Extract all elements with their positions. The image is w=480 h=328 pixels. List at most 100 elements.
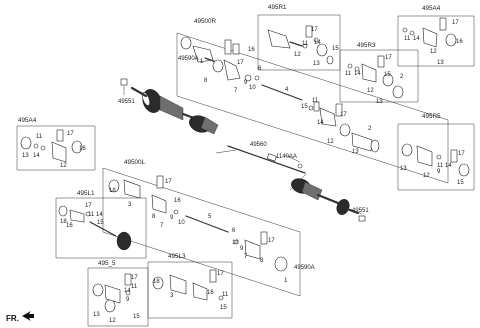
label-495R1: 495R1: [268, 4, 287, 11]
num-8-r: 8: [204, 78, 208, 84]
num-2-r3: 2: [400, 74, 404, 80]
num-17-r5: 17: [458, 151, 465, 157]
kit-495R1-parts: [267, 25, 334, 65]
num-11-a4l: 11: [36, 134, 43, 140]
label-495L3: 495L3: [168, 253, 186, 260]
num-18-l3: 18: [153, 279, 160, 285]
inset-box-495A4-left: [16, 125, 96, 171]
num-17-l3: 17: [217, 271, 224, 277]
num-14-l5: 14: [124, 288, 131, 294]
num-10-l: 10: [178, 220, 185, 226]
callout-numbers: 17 11 14 15 12 13 17 11 14 16 12 13 16 1…: [22, 20, 465, 324]
part-labels: 495R1 495A4 49500R 49590A 495R3 49551 49…: [6, 4, 441, 323]
label-49551-left: 49551: [118, 99, 135, 105]
main-right-drive-shaft: [130, 86, 219, 135]
num-17-r1: 17: [311, 27, 318, 33]
num-16-a4: 16: [456, 39, 463, 45]
num-12-l5: 12: [109, 318, 116, 324]
num-9-l5: 9: [126, 297, 130, 303]
num-2-r: 2: [368, 126, 372, 132]
label-49560: 49560: [250, 142, 267, 148]
label-front-direction: FR.: [6, 314, 19, 323]
num-3-l3: 3: [170, 293, 174, 299]
num-17-r: 17: [237, 60, 244, 66]
num-14-r: 14: [317, 120, 324, 126]
num-4-r: 4: [285, 87, 289, 93]
num-16-a4l: 16: [79, 146, 86, 152]
label-49500L: 49500L: [124, 159, 146, 166]
intermediate-shaft: [227, 145, 306, 174]
num-16-l3: 16: [207, 290, 214, 296]
label-49500R: 49500R: [194, 18, 217, 25]
num-13-r1: 13: [313, 61, 320, 67]
num-18-l: 18: [109, 188, 116, 194]
num-12-a4l: 12: [60, 163, 67, 169]
num-9-l2: 9: [240, 246, 244, 252]
num-17-l: 17: [165, 179, 172, 185]
num-17-l5: 17: [131, 275, 138, 281]
num-13-a4l: 13: [22, 153, 29, 159]
num-15-l3: 15: [220, 305, 227, 311]
front-arrow-icon: [22, 311, 34, 321]
label-49590A-top: 49590A: [178, 56, 199, 62]
num-7-r: 7: [234, 88, 238, 94]
kit-495R5-parts: [401, 143, 470, 177]
num-17-a4: 17: [452, 20, 459, 26]
label-495L1: 495L1: [77, 190, 95, 197]
num-12-r: 12: [327, 139, 334, 145]
num-14-a4: 14: [413, 36, 420, 42]
kit-495A4-top-right-parts: [402, 17, 457, 48]
num-15-r5: 15: [457, 180, 464, 186]
inset-box-495A4-top-right: [397, 15, 475, 67]
label-49551-right: 49551: [352, 208, 369, 214]
label-495L5: 495_5: [98, 260, 116, 267]
num-5-l: 5: [208, 214, 212, 220]
part-49551-left: [120, 78, 128, 95]
label-49590A-bottom: 49590A: [294, 265, 315, 271]
num-11-r: 11: [312, 98, 319, 104]
num-1-l: 1: [284, 278, 288, 284]
num-12-r5: 12: [423, 173, 430, 179]
num-13-r5: 13: [400, 166, 407, 172]
num-17-r3: 17: [385, 55, 392, 61]
num-11-a4: 11: [404, 36, 411, 42]
num-11-r3: 11: [345, 71, 352, 77]
num-10-l2: 10: [232, 240, 239, 246]
num-15-r: 15: [301, 104, 308, 110]
num-17-r2: 17: [340, 112, 347, 118]
num-15-l5: 15: [133, 314, 140, 320]
kit-495L1-parts: [58, 205, 132, 251]
num-9-r: 9: [244, 80, 248, 86]
num-17-a4l: 17: [67, 131, 74, 137]
num-12-r3: 12: [367, 88, 374, 94]
num-18-l1: 18: [60, 219, 67, 225]
num-10-r: 10: [249, 85, 256, 91]
num-6-l: 6: [232, 228, 236, 234]
num-9-l: 9: [170, 215, 174, 221]
inset-box-49500R: [176, 32, 449, 184]
num-8-l: 8: [152, 214, 156, 220]
num-7-l2: 7: [244, 254, 248, 260]
label-495A4-top-right: 495A4: [422, 5, 441, 12]
label-495R3: 495R3: [357, 42, 376, 49]
num-14-r5: 14: [445, 163, 452, 169]
num-16-l1: 16: [66, 223, 73, 229]
num-15-r3: 15: [384, 72, 391, 78]
num-11-l5: 11: [131, 284, 138, 290]
num-16-l: 16: [174, 198, 181, 204]
num-12-a4: 12: [430, 49, 437, 55]
inset-box-495R3: [339, 49, 419, 103]
label-1140AA: 1140AA: [276, 154, 297, 160]
kit-495A4-left-parts: [20, 129, 83, 163]
kit-495R3-parts: [347, 55, 404, 99]
inset-box-495L5: [87, 267, 149, 327]
num-1-r: 1: [200, 59, 204, 65]
num-9-r5: 9: [437, 169, 441, 175]
num-11-l3: 11: [222, 292, 229, 298]
inset-box-49500L: [102, 167, 301, 297]
num-17-l1: 17: [85, 203, 92, 209]
num-11-r1: 11: [302, 41, 309, 47]
num-8-l2: 8: [260, 258, 264, 264]
num-3-l: 3: [128, 202, 132, 208]
